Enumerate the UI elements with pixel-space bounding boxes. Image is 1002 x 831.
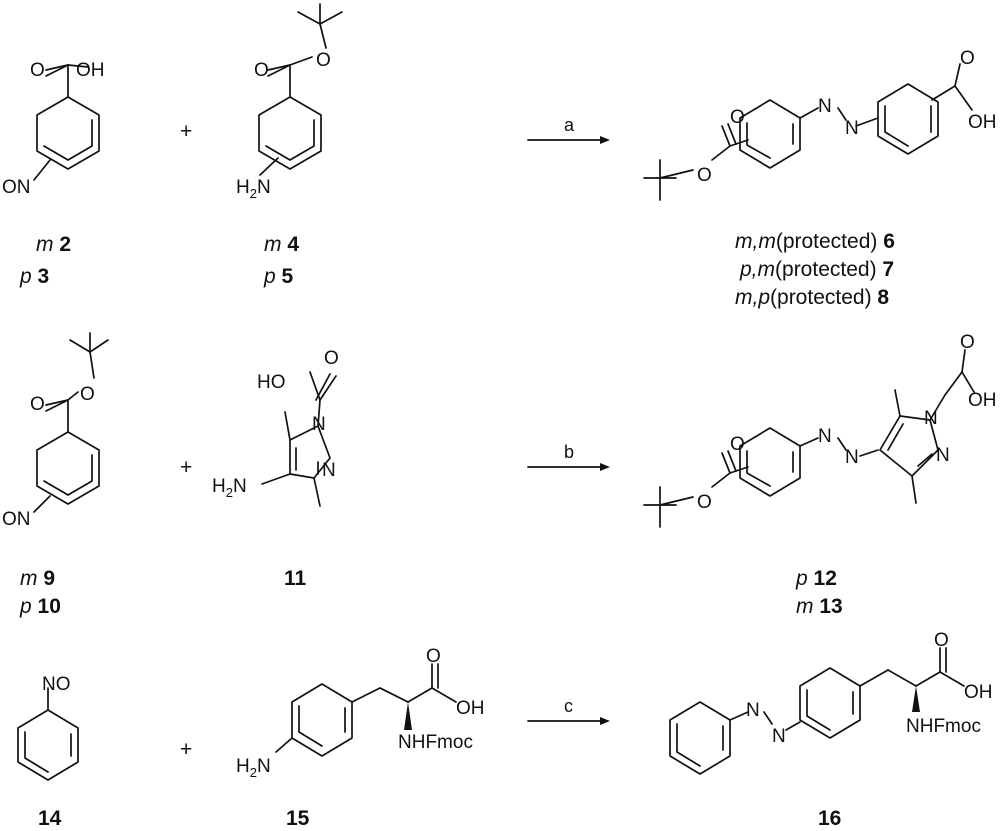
compound-labels-6-7-8: m,m(protected) 6 p,m(protected) 7 m,p(pr… (735, 230, 895, 309)
plus-sign: + (180, 456, 192, 479)
ester-oxygen: O (80, 384, 95, 405)
nitroso-group: ON (2, 509, 31, 530)
compound-label: m,m(protected) 6 (735, 230, 895, 253)
carbonyl-oxygen: O (30, 394, 45, 415)
compound-label: p 10 (19, 595, 61, 618)
condition-label: c (564, 696, 573, 716)
ester-oxygen: O (316, 50, 331, 71)
carbonyl-oxygen: O (730, 434, 745, 455)
hydroxyl-group: OH (456, 698, 485, 719)
compound-labels-4-5: m 4 p 5 (263, 233, 299, 288)
azo-nitrogen: N (845, 447, 859, 468)
azo-nitrogen: N (746, 700, 760, 721)
compound-label: p 3 (19, 265, 49, 288)
compound-label-15: 15 (286, 807, 310, 830)
compound-label: m 9 (20, 567, 55, 590)
compound-16: N N O OH NHFmoc (669, 630, 993, 775)
hydroxyl-group: OH (968, 390, 997, 411)
compound-4-5: O O H2N (236, 3, 343, 201)
compound-label: p,m(protected) 7 (739, 258, 894, 281)
compound-labels-2-3: m 2 p 3 (19, 233, 71, 288)
azo-nitrogen: N (772, 726, 786, 747)
azo-nitrogen: N (818, 96, 832, 117)
carbonyl-oxygen: O (960, 48, 975, 69)
hydroxyl-group: OH (964, 682, 993, 703)
compound-label-11: 11 (284, 567, 307, 590)
ester-oxygen: O (697, 165, 712, 186)
plus-sign: + (180, 738, 192, 761)
compound-labels-12-13: p 12 m 13 (795, 567, 843, 618)
compound-12-13: O O N N N N O OH (643, 332, 997, 528)
compound-label-16: 16 (818, 807, 841, 830)
azo-nitrogen: N (818, 426, 832, 447)
carbonyl-oxygen: O (730, 107, 745, 128)
pyrazole-nitrogen: N (322, 460, 336, 481)
compound-15: O OH NHFmoc H2N (236, 646, 485, 780)
compound-labels-9-10: m 9 p 10 (19, 567, 61, 618)
amino-group: H2N (212, 476, 247, 500)
condition-label: b (564, 442, 574, 462)
compound-label: m 2 (36, 233, 71, 256)
reaction-arrow-b: b (527, 442, 610, 471)
pyrazole-nitrogen: N (924, 408, 938, 429)
carbonyl-oxygen: O (934, 630, 949, 651)
compound-2-3: O OH ON (2, 60, 105, 198)
carbonyl-oxygen: O (324, 348, 339, 369)
amino-group: H2N (236, 756, 271, 780)
amino-group: H2N (236, 177, 271, 201)
hydroxyl-group: HO (257, 372, 286, 393)
hydroxyl-group: OH (968, 112, 997, 133)
compound-9-10: O O ON (2, 332, 109, 530)
fmoc-protected-amine: NHFmoc (398, 732, 473, 753)
compound-label: m 4 (264, 233, 299, 256)
compound-label: p 12 (795, 567, 837, 590)
reaction-arrow-a: a (527, 115, 610, 144)
nitroso-group: ON (2, 177, 31, 198)
compound-6-7-8: O O N N O OH (643, 48, 997, 201)
pyrazole-nitrogen: N (936, 445, 950, 466)
compound-label: m,p(protected) 8 (735, 286, 889, 309)
carbonyl-oxygen: O (30, 60, 45, 81)
hydroxyl-group: OH (76, 60, 105, 81)
carbonyl-oxygen: O (426, 646, 441, 667)
carbonyl-oxygen: O (960, 332, 975, 353)
nitroso-group: NO (42, 674, 71, 695)
reaction-arrow-c: c (527, 696, 610, 725)
ester-oxygen: O (697, 492, 712, 513)
compound-label: p 5 (263, 265, 294, 288)
compound-label: m 13 (796, 595, 843, 618)
carbonyl-oxygen: O (254, 60, 269, 81)
compound-label-14: 14 (38, 807, 62, 830)
pyrazole-nitrogen: N (312, 414, 326, 435)
fmoc-protected-amine: NHFmoc (906, 716, 981, 737)
plus-sign: + (180, 120, 192, 143)
compound-11: HO O N N H2N (212, 348, 339, 507)
compound-14: NO (17, 674, 79, 781)
condition-label: a (564, 115, 575, 135)
azo-nitrogen: N (845, 118, 859, 139)
